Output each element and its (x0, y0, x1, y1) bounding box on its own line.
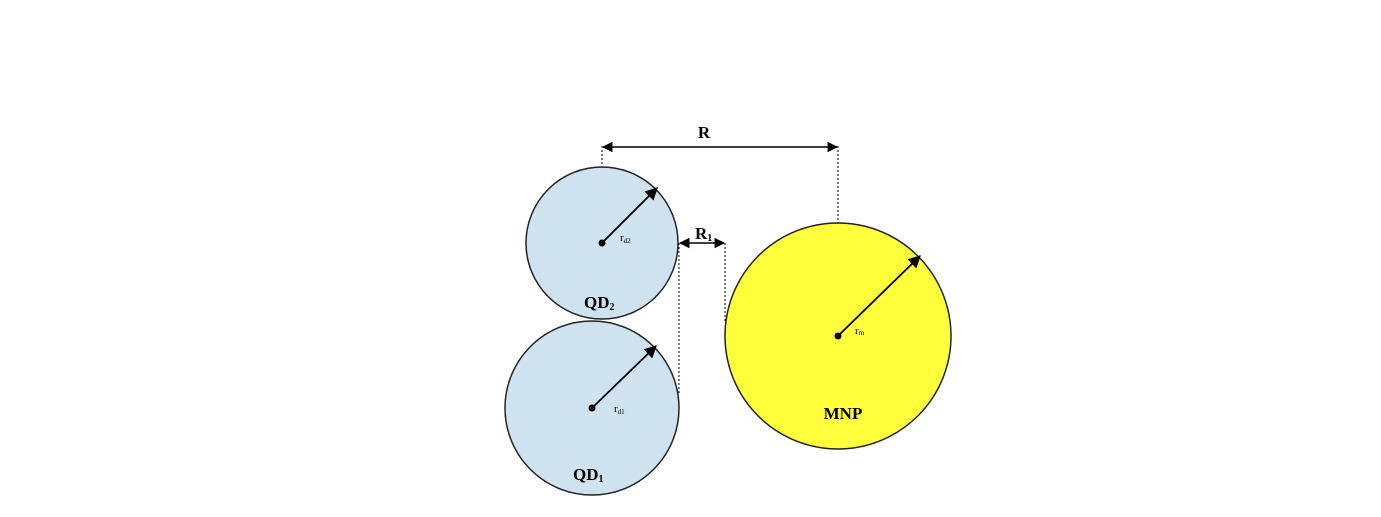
mnp-label: MNP (824, 404, 863, 423)
distance-r-label: R (698, 123, 711, 142)
qd2-radius-arrow (601, 187, 658, 244)
qd1-label: QD1 (573, 465, 604, 485)
qd2-radius-label: rd2 (620, 232, 631, 245)
mnp-radius-label: rm (855, 325, 865, 337)
qd2-label: QD2 (584, 293, 615, 313)
qd1-radius-label: rd1 (614, 403, 625, 416)
qd1-radius-arrow (591, 345, 657, 409)
distance-r1-label: R1 (695, 224, 712, 244)
mnp-radius-arrow (837, 255, 921, 337)
